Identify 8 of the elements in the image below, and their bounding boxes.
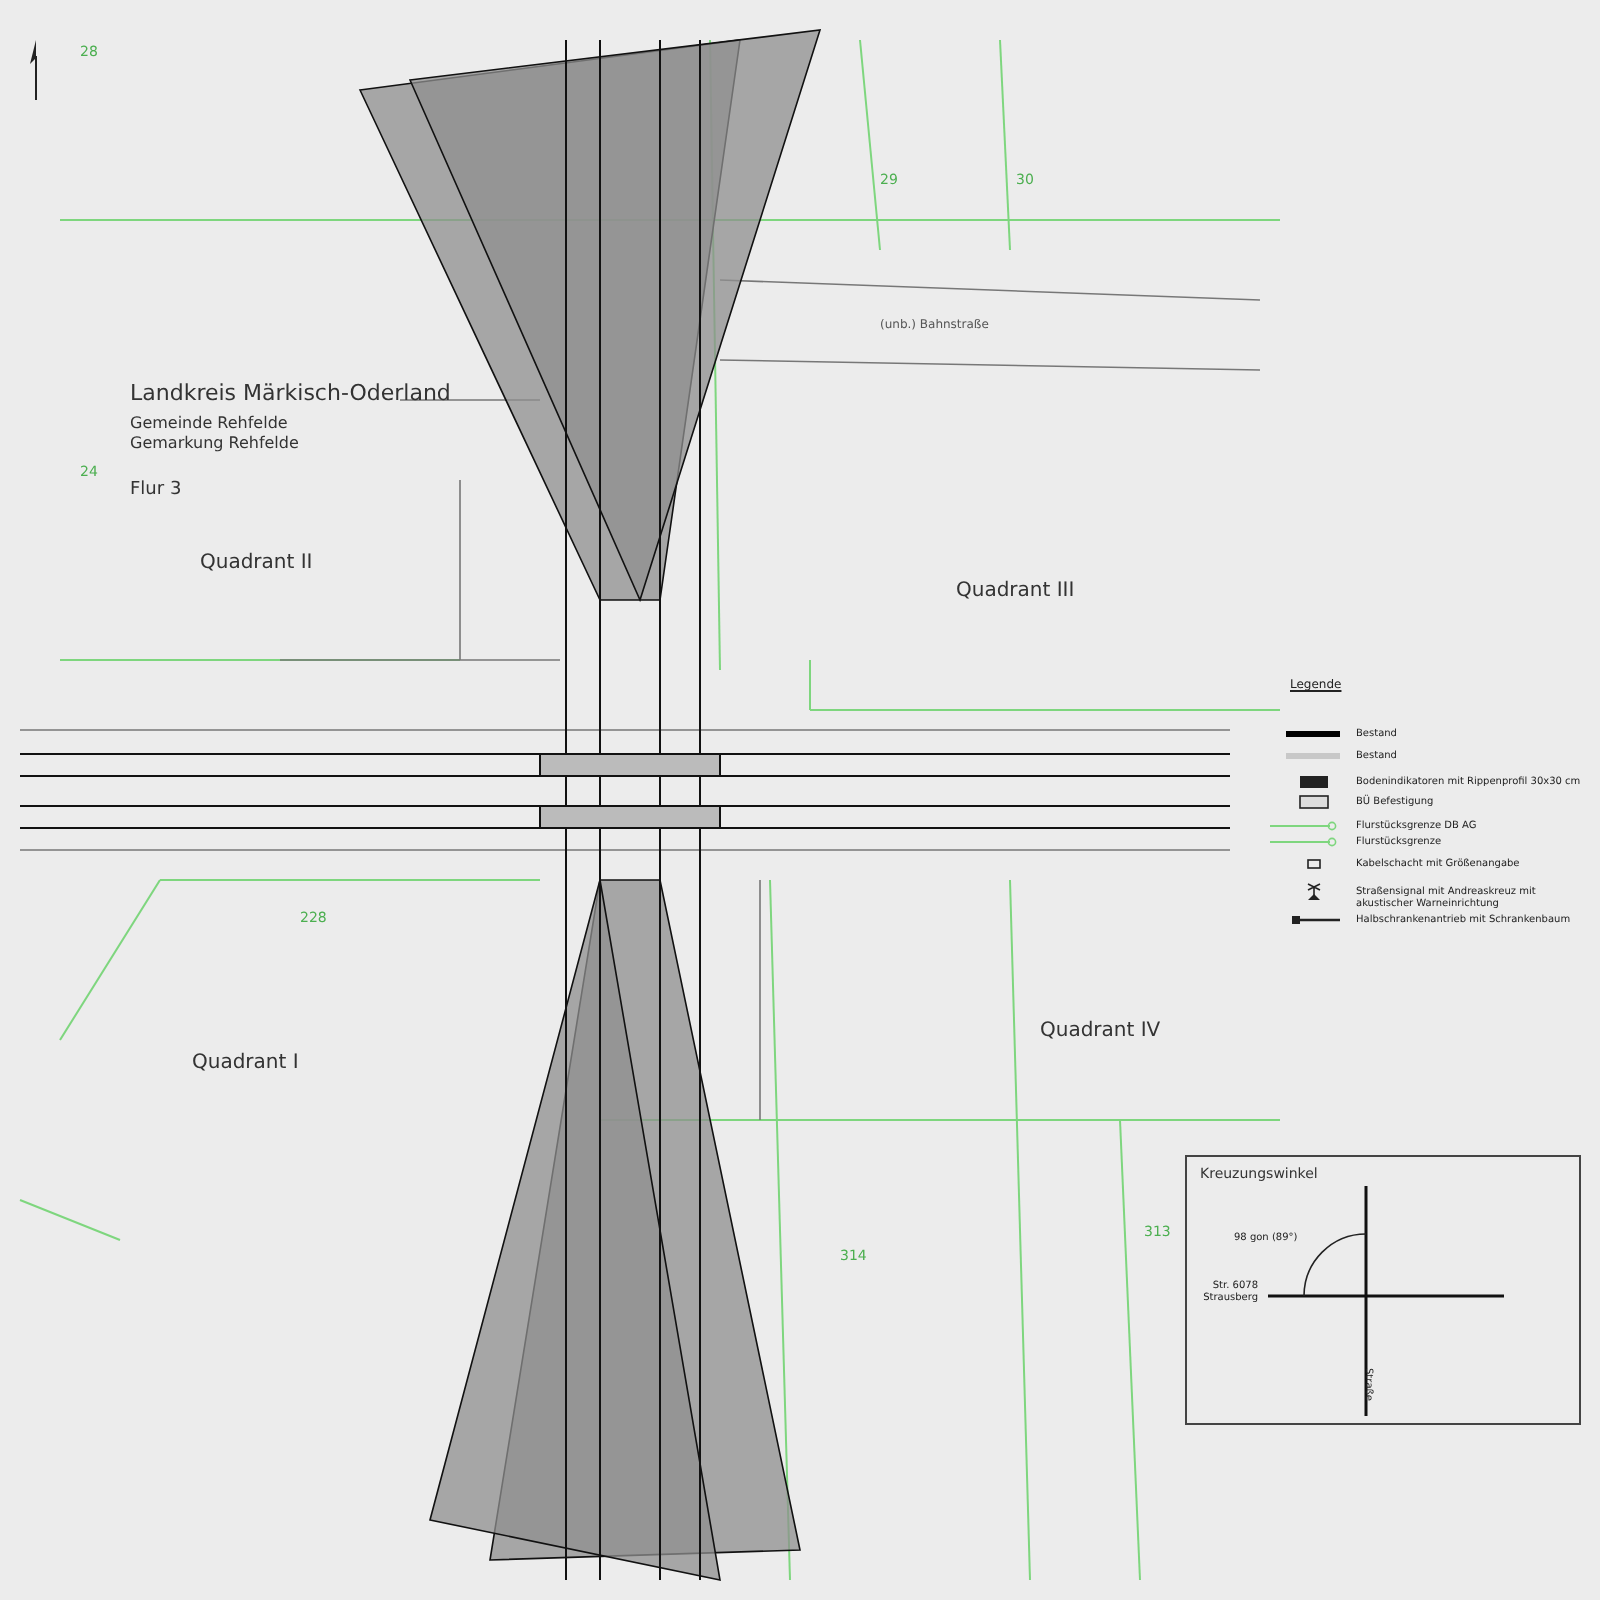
place-label: Flur 3 xyxy=(130,480,182,501)
place-label: Gemeinde Rehfelde xyxy=(130,414,288,433)
quadrant-label: Quadrant I xyxy=(192,1052,299,1075)
place-label: Landkreis Märkisch-Oderland xyxy=(130,382,451,408)
quadrant-label: Quadrant IV xyxy=(1040,1020,1161,1043)
quadrant-label: Quadrant III xyxy=(956,580,1075,603)
quadrant-label: Quadrant II xyxy=(200,552,313,575)
place-label: Gemarkung Rehfelde xyxy=(130,434,299,453)
